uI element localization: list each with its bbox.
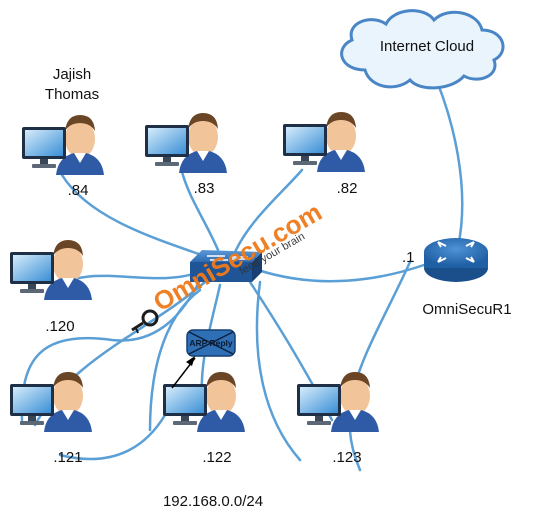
cable-router xyxy=(256,263,426,283)
computer-user-icon xyxy=(283,112,365,172)
host-84-label: .84 xyxy=(68,182,89,199)
cable-far-right xyxy=(348,260,412,472)
cable-cloud xyxy=(428,63,464,249)
watermark-brand: OmniSecu.com xyxy=(148,197,327,318)
watermark: OmniSecu.com feed your brain xyxy=(131,197,327,334)
network-label: 192.168.0.0/24 xyxy=(163,493,263,510)
packet-arrow-head xyxy=(186,356,195,366)
cable-right-drop xyxy=(255,280,302,462)
cable-lower-left xyxy=(58,413,167,461)
host-120-label: .120 xyxy=(45,318,74,335)
host-83: .83 xyxy=(145,113,227,197)
cloud-icon xyxy=(340,9,505,90)
host-123: .123 xyxy=(297,372,379,466)
packet-label: ARP Reply xyxy=(189,338,233,348)
cloud-label: Internet Cloud xyxy=(380,38,474,55)
host-84: .84 xyxy=(22,115,104,199)
router-ip-label: .1 xyxy=(402,249,415,266)
host-121-label: .121 xyxy=(53,449,82,466)
computer-user-icon xyxy=(163,372,245,432)
computer-user-icon xyxy=(10,372,92,432)
cable-host-83 xyxy=(180,170,220,252)
switch-icon xyxy=(190,250,262,282)
router-arrows-icon xyxy=(437,241,475,263)
computer-user-icon xyxy=(22,115,104,175)
host-121: .121 xyxy=(10,372,92,466)
cable-host-84 xyxy=(60,173,212,260)
computer-user-icon xyxy=(10,240,92,300)
cable-bottom-loop xyxy=(148,288,202,432)
host-123-label: .123 xyxy=(332,449,361,466)
host-82: .82 xyxy=(283,112,365,197)
router-omnisecur1: .1 OmniSecuR1 xyxy=(402,238,512,318)
arp-reply-packet: ARP Reply xyxy=(171,329,236,389)
key-icon xyxy=(131,309,159,334)
host-120: .120 xyxy=(10,240,92,335)
computer-user-icon xyxy=(145,113,227,173)
host-122: .122 xyxy=(163,372,245,466)
user-name-line2: Thomas xyxy=(45,86,99,103)
internet-cloud: Internet Cloud xyxy=(340,9,505,90)
host-122-label: .122 xyxy=(202,449,231,466)
user-name-line1: Jajish xyxy=(53,66,91,83)
host-83-label: .83 xyxy=(194,180,215,197)
host-82-label: .82 xyxy=(337,180,358,197)
router-label: OmniSecuR1 xyxy=(422,301,511,318)
cable-host-82 xyxy=(233,168,304,254)
